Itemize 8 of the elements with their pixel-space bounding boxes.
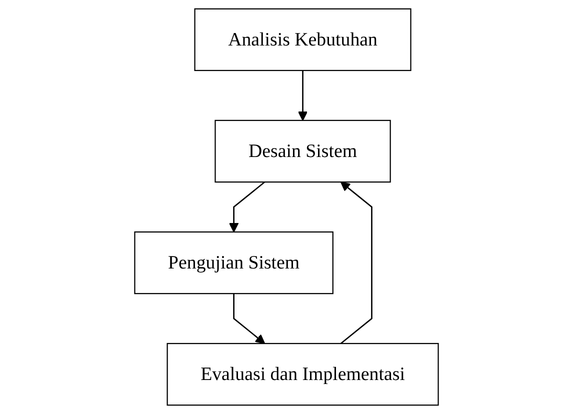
- arrow: [340, 182, 372, 344]
- arrow: [233, 294, 266, 344]
- arrow: [228, 182, 266, 232]
- arrow: [298, 70, 308, 121]
- node-box: Desain Sistem: [214, 120, 391, 183]
- node-box: Evaluasi dan Implementasi: [166, 342, 439, 406]
- node-box: Analisis Kebutuhan: [194, 8, 412, 72]
- node-box: Pengujian Sistem: [134, 231, 334, 294]
